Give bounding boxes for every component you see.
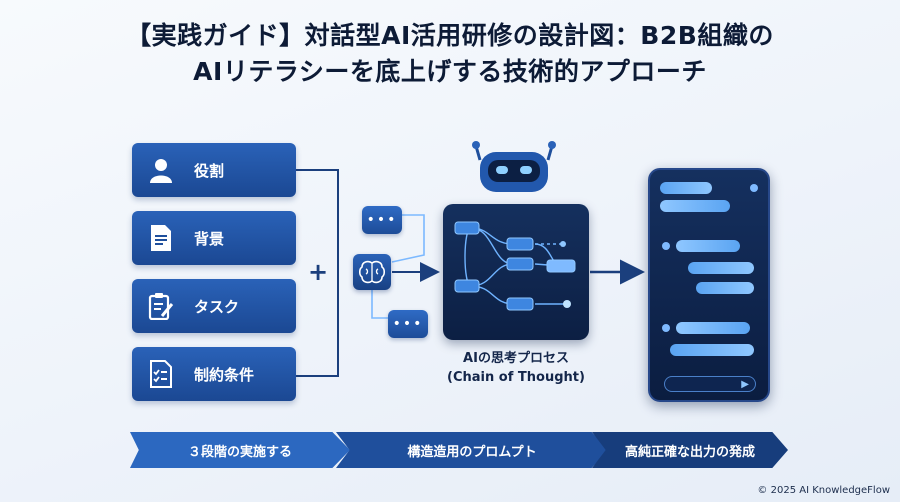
plus-sign: + [308,258,329,286]
chat-bubble-icon: ••• [362,206,402,234]
chat-avatar-dot [662,324,670,332]
step-chevron-2: 構造造用のプロムプト [336,432,608,468]
chat-avatar-dot [662,242,670,250]
input-card-label: 背景 [194,229,225,248]
input-card-label: 制約条件 [194,365,255,384]
chat-message-bar [676,240,740,252]
flow-network-icon [454,221,576,311]
input-card-constraints: 制約条件 [132,347,296,401]
glow-link-bottom [371,290,392,319]
input-card-background: 背景 [132,211,296,265]
chat-bubble-icon: ••• [388,310,428,338]
step-chevron-3: 高純正確な出力の発成 [592,432,788,468]
document-icon [146,223,176,253]
robot-icon [472,141,556,192]
chat-phone-screen: ▶ [648,168,770,402]
title-line-2: AIリテラシーを底上げする技術的アプローチ [193,57,707,86]
chat-message-bar [660,200,730,212]
input-card-role: 役割 [132,143,296,197]
chat-message-bar [660,182,712,194]
person-icon [146,155,176,185]
ai-process-panel [443,204,589,340]
input-card-task: タスク [132,279,296,333]
chat-message-bar [688,262,754,274]
input-bracket [296,169,339,377]
chat-message-bar [676,322,750,334]
page-title: 【実践ガイド】対話型AI活用研修の設計図：B2B組織の AIリテラシーを底上げす… [0,18,900,90]
chat-avatar-dot [750,184,758,192]
step-label: 高純正確な出力の発成 [624,444,755,460]
brain-icon [353,254,391,290]
process-caption: AIの思考プロセス (Chain of Thought) [430,349,602,387]
glow-link-top [391,214,425,263]
clipboard-icon [146,291,176,321]
chat-input-field: ▶ [664,376,756,392]
step-label: ３段階の実施する [187,444,292,460]
input-card-label: 役割 [194,161,225,180]
step-label: 構造造用のプロムプト [407,444,537,460]
title-line-1: 【実践ガイド】対話型AI活用研修の設計図：B2B組織の [126,21,774,50]
step-chevron-1: ３段階の実施する [130,432,350,468]
checklist-icon [146,359,176,389]
input-card-label: タスク [194,297,240,316]
process-caption-line-1: AIの思考プロセス [463,351,569,366]
chat-message-bar [696,282,754,294]
process-caption-line-2: (Chain of Thought) [447,370,585,385]
send-icon: ▶ [741,379,749,390]
chat-message-bar [670,344,754,356]
copyright-footer: © 2025 AI KnowledgeFlow [757,485,890,496]
